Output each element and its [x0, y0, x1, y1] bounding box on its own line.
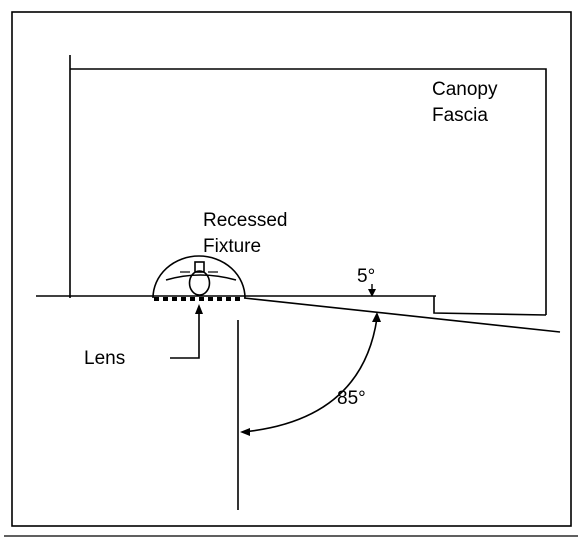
label-fixture: Fixture: [203, 236, 261, 257]
fixture-inner-curve: [165, 274, 237, 281]
lens-leader-line: [170, 310, 200, 359]
ceiling-step: [433, 296, 547, 316]
label-lens: Lens: [84, 348, 125, 369]
label-angle-5: 5°: [357, 266, 375, 287]
angle-5-arrowhead: [368, 289, 376, 297]
angle-85-arc: [242, 317, 378, 433]
label-fascia: Fascia: [432, 105, 488, 126]
recessed-fixture-dome: [152, 255, 246, 299]
lens-arrowhead: [195, 304, 203, 314]
label-canopy: Canopy: [432, 79, 498, 100]
angle-85-arrow-top: [372, 312, 381, 322]
canopy-fascia-outline: [69, 55, 547, 315]
outer-frame: [11, 11, 572, 527]
lamp-bulb: [188, 261, 211, 296]
label-angle-85: 85°: [337, 388, 366, 409]
sloped-canopy-line: [243, 297, 561, 333]
angle-85-arrow-left: [240, 428, 250, 436]
label-recessed: Recessed: [203, 210, 288, 231]
